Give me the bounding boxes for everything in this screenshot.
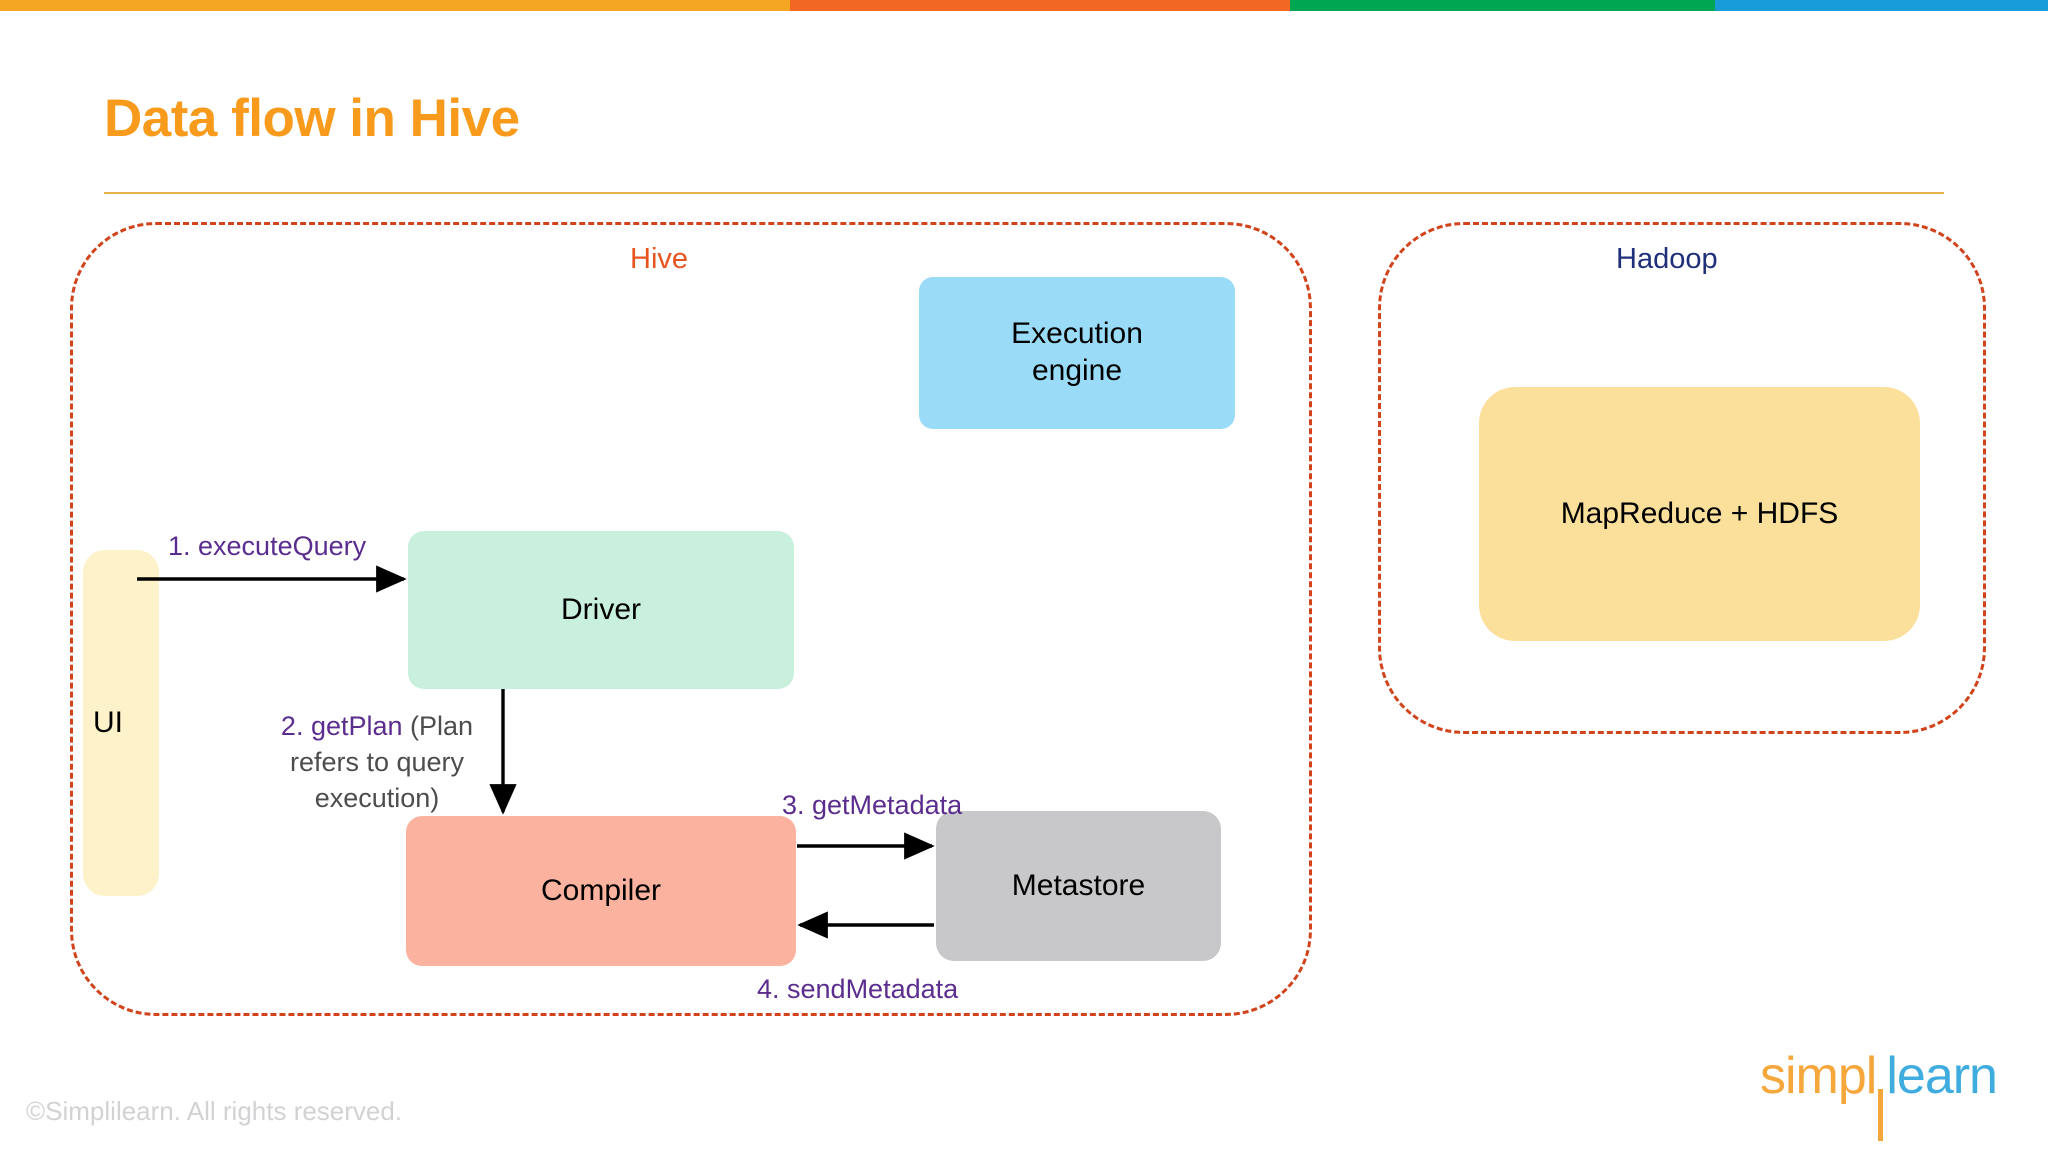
topbar-segment-blue [1715,0,2048,11]
node-driver[interactable]: Driver [408,531,794,689]
node-compiler-label: Compiler [540,873,662,907]
topbar-segment-yellow [0,0,790,11]
hadoop-container [1378,222,1986,734]
node-ui[interactable]: UI [83,550,159,896]
arrow-label-get-plan-note-c: execution) [314,782,440,813]
node-execution-engine[interactable]: Execution engine [919,277,1235,429]
arrow-label-send-metadata: 4. sendMetadata [757,974,959,1004]
topbar-segment-green [1290,0,1715,11]
arrow-label-get-plan-note-b: refers to query [289,746,465,777]
node-execution-engine-label-line2: engine [1031,354,1123,387]
top-color-bar [0,0,2048,11]
node-mapreduce-hdfs-label: MapReduce + HDFS [1560,496,1839,530]
node-metastore-label: Metastore [1011,868,1146,902]
node-driver-label: Driver [561,592,641,626]
hadoop-container-label: Hadoop [1616,243,1718,275]
logo-text-learn: learn [1886,1047,1998,1105]
title-underline-rule [104,192,1944,194]
topbar-segment-orange [790,0,1290,11]
copyright-text: ©Simplilearn. All rights reserved. [26,1096,403,1126]
arrow-label-get-plan-code: 2. getPlan [280,711,403,741]
node-compiler[interactable]: Compiler [406,816,796,966]
hive-container [70,222,1312,1016]
page-title: Data flow in Hive [104,89,520,148]
arrow-label-get-metadata: 3. getMetadata [782,790,963,820]
arrow-label-execute-query: 1. executeQuery [168,531,367,561]
node-metastore[interactable]: Metastore [936,811,1221,961]
node-mapreduce-hdfs[interactable]: MapReduce + HDFS [1479,387,1920,641]
arrow-label-get-plan-note-a: (Plan [402,711,474,741]
arrow-label-get-plan: 2. getPlan (Plan refers to query executi… [264,709,490,817]
logo-text-simpl: simpl [1760,1047,1877,1105]
hive-container-label: Hive [630,243,689,275]
node-ui-label: UI [93,705,123,739]
node-execution-engine-label-line1: Execution [1011,317,1143,351]
